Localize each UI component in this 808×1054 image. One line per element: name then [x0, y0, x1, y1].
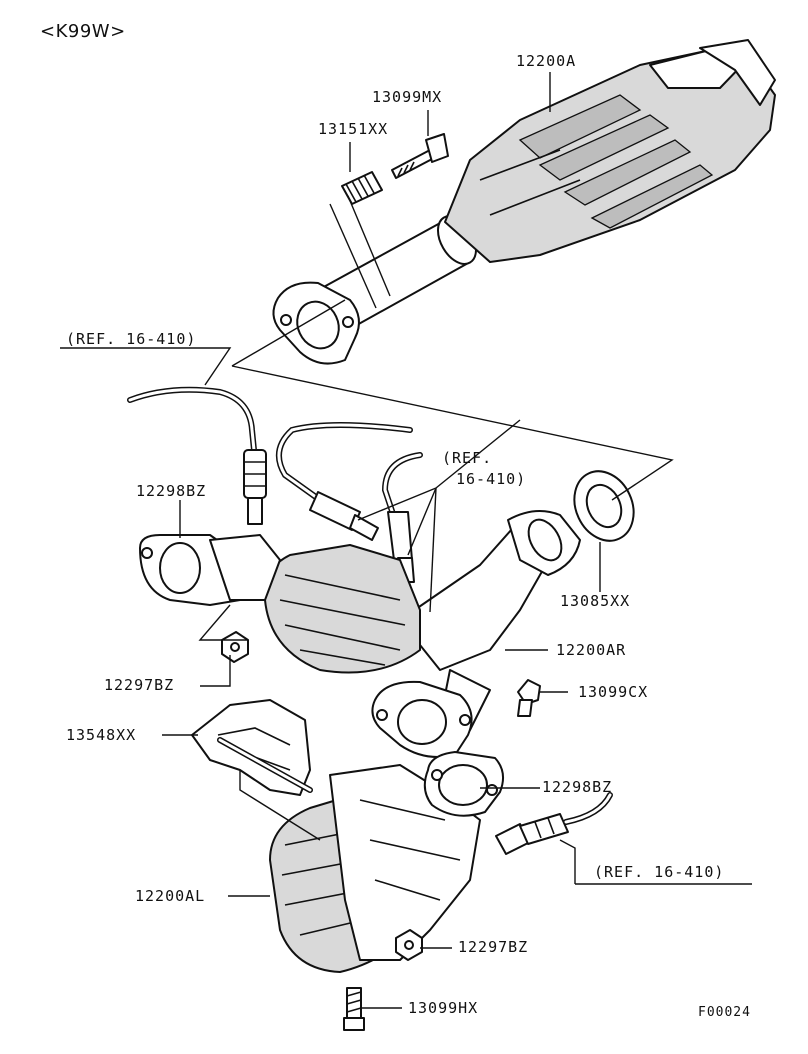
label-13099MX: 13099MX [372, 88, 442, 106]
spring-13151XX[interactable] [341, 171, 383, 205]
label-13548XX: 13548XX [66, 726, 136, 744]
gasket-13085XX[interactable] [563, 462, 644, 551]
label-12297BZ-upper: 12297BZ [104, 676, 174, 694]
nut-12297BZ-lower[interactable] [395, 929, 423, 961]
reference-label-middle-line2: 16-410) [456, 470, 526, 488]
front-catalytic-converter-12200A[interactable] [272, 39, 776, 365]
label-13099HX: 13099HX [408, 999, 478, 1017]
heat-shield-13548XX[interactable] [191, 699, 313, 796]
leader-lines [60, 72, 752, 1009]
reference-label-middle-line1: (REF. [442, 449, 492, 467]
label-13085XX: 13085XX [560, 592, 630, 610]
label-12200AL: 12200AL [135, 887, 205, 905]
label-12297BZ-lower: 12297BZ [458, 938, 528, 956]
nut-12297BZ-upper[interactable] [221, 631, 249, 663]
figure-id: F00024 [698, 1005, 751, 1020]
label-12200A: 12200A [516, 52, 576, 70]
left-catalytic-converter-12200AL[interactable] [269, 751, 505, 973]
reference-label-top: (REF. 16-410) [66, 330, 196, 348]
right-catalytic-converter-12200AR[interactable] [139, 510, 581, 758]
reference-label-bottom: (REF. 16-410) [594, 863, 724, 881]
label-12298BZ-upper: 12298BZ [136, 482, 206, 500]
oxygen-sensor-lower[interactable] [495, 792, 613, 855]
oxygen-sensor-upper[interactable] [127, 386, 267, 525]
bolt-13099CX[interactable] [517, 679, 541, 717]
label-12200AR: 12200AR [556, 641, 626, 659]
label-13099CX: 13099CX [578, 683, 648, 701]
bolt-13099MX[interactable] [391, 133, 449, 179]
label-13151XX: 13151XX [318, 120, 388, 138]
bolt-13099HX[interactable] [343, 987, 365, 1031]
label-12298BZ-lower: 12298BZ [542, 778, 612, 796]
model-code-header: <K99W> [40, 21, 126, 42]
